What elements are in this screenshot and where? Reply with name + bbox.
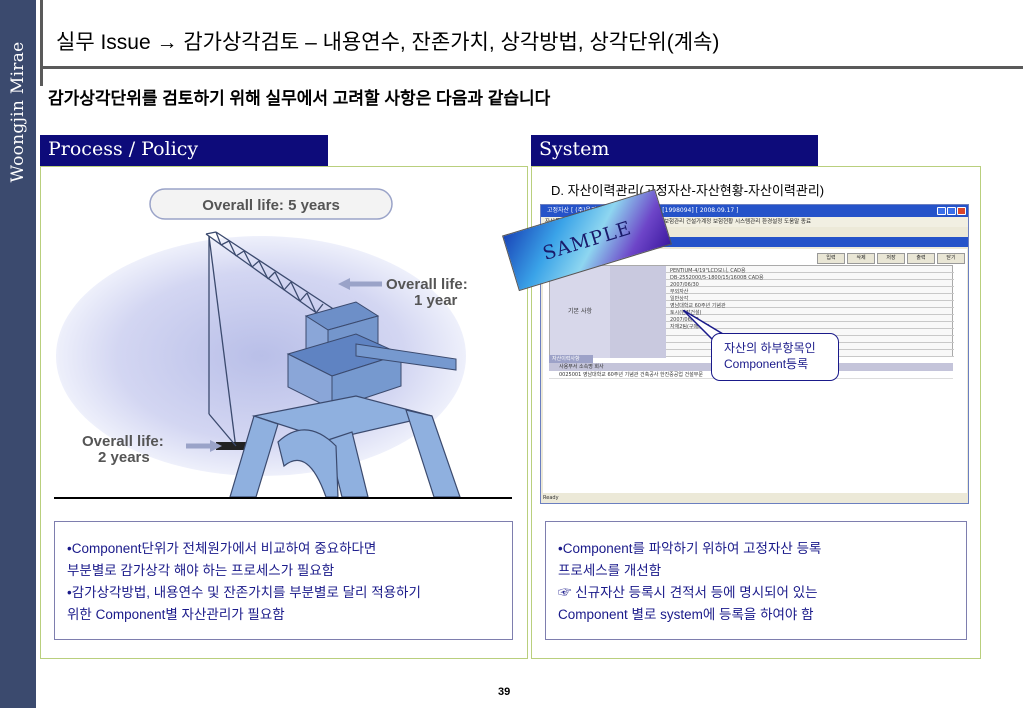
component-callout: 자산의 하부항목인 Component등록 [711, 333, 839, 381]
gantry-arch [277, 429, 339, 497]
crane-diagram: Overall life: 5 years [56, 184, 512, 497]
maximize-icon[interactable] [947, 207, 956, 215]
overall-1-line1: Overall life: [386, 276, 468, 293]
process-note-line: •감가상각방법, 내용연수 및 잔존가치를 부분별로 달리 적용하기 [67, 585, 421, 600]
gantry-leg-left [229, 415, 279, 497]
toolbar-insert-button[interactable]: 입력 [817, 253, 845, 264]
inner-window-titlebar [541, 237, 968, 247]
grid-field[interactable]: 2007/06/30 [670, 317, 699, 323]
toolbar-print-button[interactable]: 출력 [907, 253, 935, 264]
diagram-baseline [54, 497, 512, 499]
grid-field[interactable]: 일반상각 [670, 296, 689, 302]
status-bar: Ready [543, 495, 559, 501]
process-note-line: •Component단위가 전체원가에서 비교하여 중요하다면 [67, 541, 377, 556]
system-note-line: 프로세스를 개선함 [558, 563, 662, 578]
grid-side-label: 기본 사항 [550, 266, 610, 358]
title-rule-vertical [40, 0, 43, 86]
system-note-line: ☞ 신규자산 등록시 견적서 등에 명시되어 있는 [558, 585, 818, 600]
minimize-icon[interactable] [937, 207, 946, 215]
grid-field[interactable]: 2007/06/30 [670, 282, 699, 288]
system-heading: System [531, 135, 818, 167]
title-rule-horizontal [40, 66, 1023, 69]
sidebar: Woongjin Mirae [0, 0, 36, 708]
overall-5-label: Overall life: 5 years [202, 197, 340, 214]
toolbar-delete-button[interactable]: 삭제 [847, 253, 875, 264]
process-note-line: 부분별로 감가상각 해야 하는 프로세스가 필요함 [67, 563, 335, 578]
grid-field[interactable]: 영남대학교 60주년 기념관 [670, 303, 726, 309]
grid-label-column [610, 266, 666, 358]
overall-2-line1: Overall life: [82, 433, 164, 450]
callout-line: 자산의 하부항목인 [724, 341, 816, 355]
process-policy-heading: Process / Policy [40, 135, 328, 167]
system-note-line: •Component를 파악하기 위하여 고정자산 등록 [558, 541, 822, 556]
page-number: 39 [498, 686, 511, 698]
callout-line: Component등록 [724, 357, 809, 371]
asset-detail-grid: 기본 사항 PENTIUM-4/19"LCD모니, CAD용 DB-255200… [549, 265, 954, 358]
system-notes: •Component를 파악하기 위하여 고정자산 등록 프로세스를 개선함 ☞… [545, 521, 967, 640]
page-title: 실무 Issue → 감가상각검토 – 내용연수, 잔존가치, 상각방법, 상각… [56, 31, 720, 54]
close-icon[interactable] [957, 207, 966, 215]
crane-illustration: Overall life: 5 years [56, 188, 468, 497]
system-caption: D. 자산이력관리(고정자산-자산현황-자산이력관리) [551, 183, 825, 198]
toolbar-close-button[interactable]: 닫기 [937, 253, 965, 264]
hoist-block [216, 442, 260, 450]
grid-field[interactable]: 자재2팀(구매Part) [670, 324, 710, 330]
history-tab[interactable]: 자산이력사항 [549, 355, 593, 363]
system-note-line: Component 별로 system에 등록을 하여야 함 [558, 607, 814, 622]
toolbar-save-button[interactable]: 저장 [877, 253, 905, 264]
grid-field[interactable]: PENTIUM-4/19"LCD모니, CAD용 [670, 268, 746, 274]
grid-field[interactable]: 부외자산 [670, 289, 689, 295]
brand-label: Woongjin Mirae [8, 41, 28, 183]
overall-5-pill [149, 188, 393, 220]
grid-field[interactable]: DB-2552000/5-1800/15/1600B CAD용 [670, 275, 764, 281]
overall-1-line2: 1 year [414, 292, 458, 309]
process-note-line: 위한 Component별 자산관리가 필요함 [67, 607, 285, 622]
page-subtitle: 감가상각단위를 검토하기 위해 실무에서 고려할 사항은 다음과 같습니다 [48, 89, 551, 108]
overall-2-line2: 2 years [98, 449, 150, 466]
process-notes: •Component단위가 전체원가에서 비교하여 중요하다면 부분별로 감가상… [54, 521, 513, 640]
window-menubar: 자산등록 자산변동 감가상각 결산 조회 … 검증작업 보험관리 건설가계정 보… [541, 217, 968, 227]
gantry-leg-back [405, 409, 461, 497]
